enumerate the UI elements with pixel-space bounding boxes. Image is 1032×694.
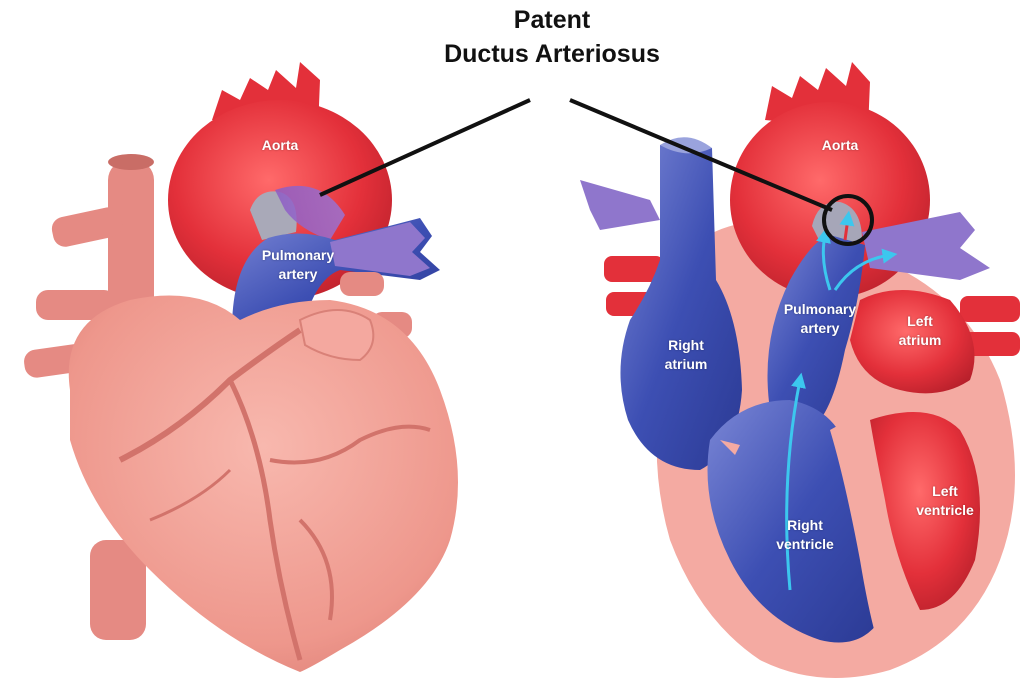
- left-atrium-label-line1: Left: [880, 312, 960, 331]
- left-pulmonary-artery-label: Pulmonary artery: [246, 246, 350, 284]
- left-atrium-label: Left atrium: [880, 312, 960, 350]
- right-ventricle-label-line2: ventricle: [760, 535, 850, 554]
- title-line-1: Patent: [36, 6, 1032, 35]
- left-vena-cava-top: [108, 154, 154, 170]
- right-pulmonary-artery-label-line2: artery: [770, 319, 870, 338]
- right-atrium-label-line2: atrium: [646, 355, 726, 374]
- right-atrium-label-line1: Right: [646, 336, 726, 355]
- right-pulmonary-artery-label: Pulmonary artery: [770, 300, 870, 338]
- left-pulmonary-artery-label-line1: Pulmonary: [246, 246, 350, 265]
- left-ventricle-label-line1: Left: [900, 482, 990, 501]
- right-red-vessel-3: [960, 296, 1020, 322]
- right-ventricle-label: Right ventricle: [760, 516, 850, 554]
- left-ventricle-label: Left ventricle: [900, 482, 990, 520]
- right-ventricle-label-line1: Right: [760, 516, 850, 535]
- right-aorta-label: Aorta: [800, 136, 880, 155]
- left-pulmonary-artery-label-line2: artery: [246, 265, 350, 284]
- left-ventricle-label-line2: ventricle: [900, 501, 990, 520]
- right-atrium-label: Right atrium: [646, 336, 726, 374]
- right-pulmonary-vein-left: [580, 180, 660, 230]
- left-aorta-label: Aorta: [240, 136, 320, 155]
- right-vena-cava: [620, 145, 742, 470]
- right-pulmonary-artery-label-line1: Pulmonary: [770, 300, 870, 319]
- title-line-2: Ductus Arteriosus: [36, 40, 1032, 69]
- left-atrium-label-line2: atrium: [880, 331, 960, 350]
